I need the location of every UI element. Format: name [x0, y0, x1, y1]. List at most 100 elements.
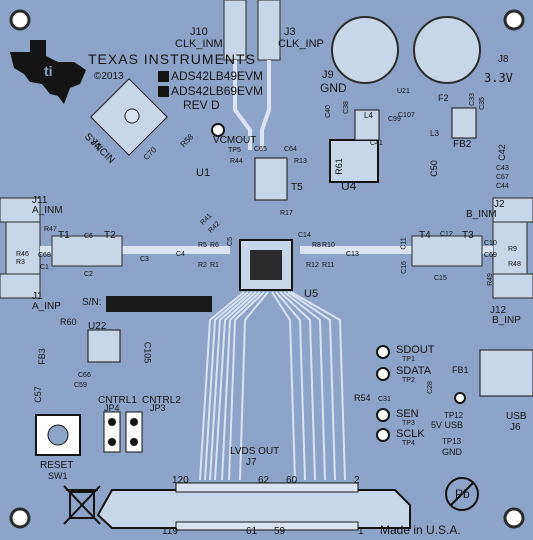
ti-logo-icon [10, 40, 86, 104]
tp-sdata-icon [376, 367, 390, 381]
r12-label: R12 [306, 262, 319, 269]
j7-label: J7 [246, 457, 257, 468]
tp4-label: TP4 [402, 440, 415, 447]
j9-label: J9 [322, 69, 334, 81]
revision: REV D [183, 98, 220, 112]
transformer-t3-t4 [411, 235, 483, 267]
fb2-label: FB2 [453, 139, 472, 150]
c6-label: C6 [84, 233, 93, 240]
pin-2: 2 [354, 475, 360, 486]
c15-label: C15 [434, 275, 447, 282]
j2-label: J2 [494, 199, 505, 210]
cntrl2-label: CNTRL2 [142, 395, 181, 406]
sdout-label: SDOUT [396, 344, 435, 356]
c50-label: C50 [428, 160, 439, 177]
fb1-label: FB1 [452, 365, 469, 375]
usb-connector-j6 [479, 349, 533, 397]
tp-sen-icon [376, 408, 390, 422]
r5-label: R5 [198, 242, 207, 249]
u5-label: U5 [304, 288, 319, 300]
c1-label: C1 [40, 264, 49, 271]
clk-inp-pad [257, 0, 281, 61]
mounting-hole-tr [503, 9, 525, 31]
c68-label: C68 [38, 252, 51, 259]
c42-label: C42 [496, 144, 507, 161]
sn-label: S/N: [82, 297, 102, 308]
c5-label: C5 [226, 237, 234, 246]
r60-label: R60 [60, 317, 77, 327]
c43-label: C43 [496, 165, 509, 172]
j6-label: J6 [510, 422, 521, 433]
c64-label: C64 [284, 146, 297, 153]
power-regulator-u4 [329, 139, 379, 183]
pin-62: 62 [258, 475, 270, 486]
sw1-label: SW1 [48, 471, 68, 481]
c4-label: C4 [176, 251, 185, 258]
made-in-label: Made in U.S.A. [380, 523, 461, 537]
reset-label: RESET [40, 460, 74, 471]
v5usb-label: 5V USB [431, 420, 464, 430]
t5-label: T5 [291, 182, 303, 193]
f2-label: F2 [438, 93, 449, 103]
u4-label: U4 [341, 179, 357, 193]
v33-label: 3.3V [484, 71, 513, 85]
c16-label: C16 [400, 261, 408, 274]
t2-label: T2 [104, 230, 116, 241]
t1-label: T1 [58, 230, 70, 241]
banana-jack-j9 [331, 16, 399, 84]
r3-label: R3 [16, 259, 25, 266]
transformer-t5 [254, 157, 288, 201]
tp5-label: TP5 [228, 147, 241, 154]
board-name-49: ADS42LB49EVM [158, 70, 263, 83]
c10-label: C10 [484, 240, 497, 247]
pb-label: Pb [455, 487, 470, 501]
r46-label: R46 [16, 251, 29, 258]
serial-number-block [106, 296, 212, 312]
pin-1: 1 [358, 526, 364, 537]
sdata-label: SDATA [396, 365, 432, 377]
pin-61: 61 [246, 526, 258, 537]
u21-label: U21 [397, 88, 410, 95]
u1-label: U1 [196, 167, 211, 179]
j1-label: J1 [32, 291, 43, 302]
c65-label: C65 [254, 146, 267, 153]
r10-label: R10 [322, 242, 335, 249]
c99-label: C99 [388, 116, 401, 123]
c38-label: C38 [342, 101, 350, 114]
clk-inp-label: CLK_INP [278, 38, 324, 50]
mounting-hole-br [503, 507, 525, 529]
tp13-label: TP13 [442, 437, 462, 446]
j12-label: J12 [490, 305, 507, 316]
tp2-label: TP2 [402, 377, 415, 384]
c2-label: C2 [84, 271, 93, 278]
a-inp-label: A_INP [32, 301, 61, 312]
board-name-69: ADS42LB69EVM [158, 85, 263, 98]
l4-label: L4 [364, 111, 373, 120]
transformer-t1-t2 [51, 235, 123, 267]
j3-label: J3 [284, 26, 296, 38]
weee-bin-icon [63, 485, 101, 525]
r9-label: R9 [508, 246, 517, 253]
c12-label: C12 [440, 231, 453, 238]
jp3-label: JP3 [150, 403, 166, 413]
company-name: TEXAS INSTRUMENTS [88, 51, 256, 67]
r2-label: R2 [198, 262, 207, 269]
gnd-label: GND [320, 81, 347, 95]
c35-label: C35 [478, 97, 486, 110]
c105-label: C105 [142, 341, 153, 364]
c41-label: C41 [370, 140, 383, 147]
r61-label: R61 [333, 158, 344, 175]
vcmout-label: VCMOUT [213, 135, 257, 146]
copyright: ©2013 [94, 71, 124, 82]
svg-text:ti: ti [44, 63, 53, 79]
c66-label: C66 [78, 372, 91, 379]
jp4-label: JP4 [104, 403, 120, 413]
r54-label: R54 [354, 393, 371, 403]
lvds-out-label: LVDS OUT [230, 446, 280, 457]
tp-sclk-icon [376, 428, 390, 442]
r47-label: R47 [44, 226, 57, 233]
r11-label: R11 [322, 262, 335, 269]
c59-label: C59 [74, 382, 87, 389]
j10-label: J10 [190, 26, 208, 38]
